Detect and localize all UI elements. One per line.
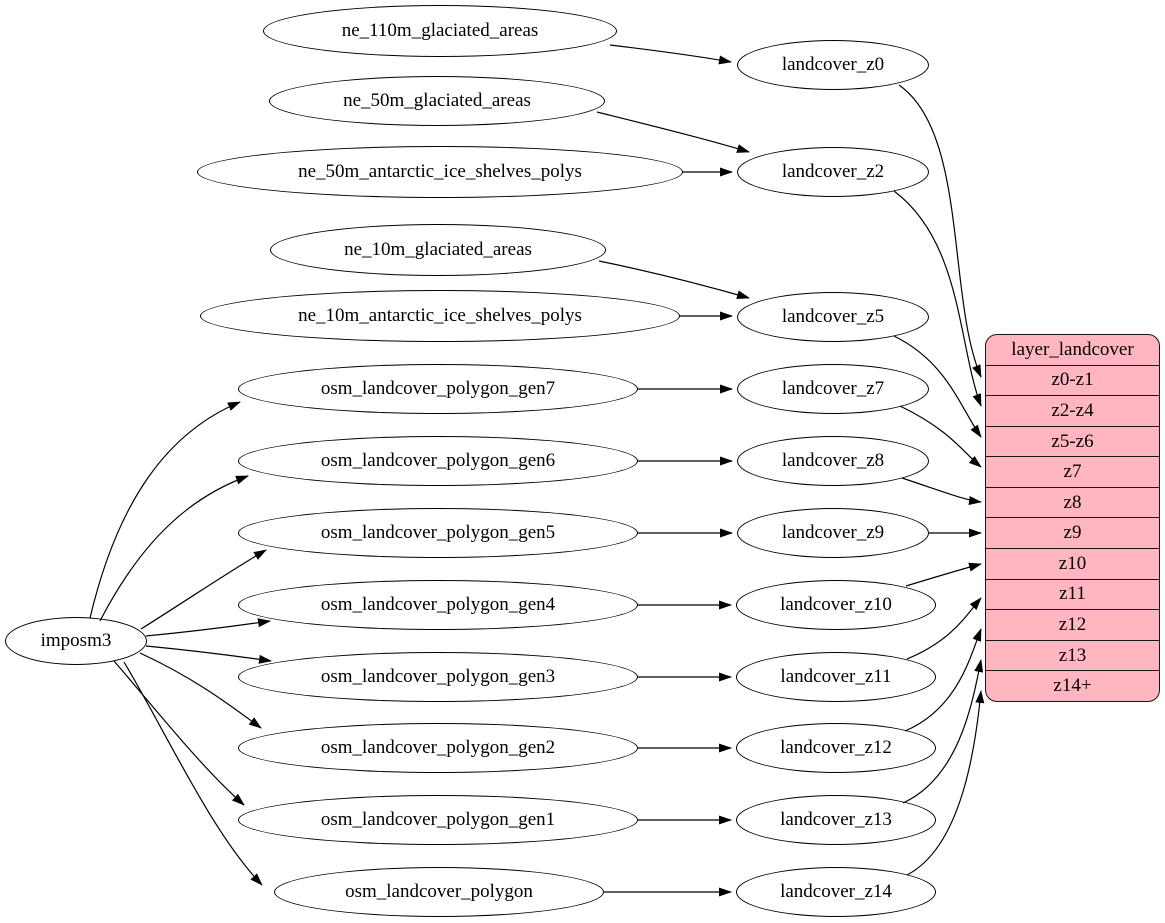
- node-label: osm_landcover_polygon_gen1: [320, 809, 556, 830]
- edge-z0-row: [898, 84, 982, 378]
- node-osm-landcover-polygon-gen4: osm_landcover_polygon_gen4: [238, 580, 638, 630]
- node-label: landcover_z0: [781, 54, 885, 75]
- node-osm-landcover-polygon-gen6: osm_landcover_polygon_gen6: [238, 436, 638, 486]
- record-row-z13: z13: [986, 639, 1159, 671]
- node-label: landcover_z9: [781, 522, 885, 543]
- node-landcover-z7: landcover_z7: [737, 364, 929, 414]
- edge-imposm3-polygon: [123, 661, 263, 886]
- node-landcover-z9: landcover_z9: [737, 508, 929, 558]
- node-landcover-z8: landcover_z8: [737, 436, 929, 486]
- edge-imposm3-gen3: [145, 645, 272, 664]
- edge-imposm3-gen2: [139, 652, 262, 729]
- node-label: landcover_z8: [781, 450, 885, 471]
- node-label: osm_landcover_polygon_gen2: [320, 737, 556, 758]
- record-row-z0-z1: z0-z1: [986, 364, 1159, 396]
- node-landcover-z5: landcover_z5: [737, 292, 929, 342]
- record-row-z8: z8: [986, 486, 1159, 518]
- node-label: landcover_z13: [780, 809, 892, 830]
- node-label: landcover_z12: [780, 737, 892, 758]
- node-label: ne_50m_glaciated_areas: [343, 90, 531, 111]
- node-osm-landcover-polygon-gen5: osm_landcover_polygon_gen5: [238, 508, 638, 558]
- node-landcover-z11: landcover_z11: [736, 652, 936, 702]
- edge-imposm3-gen6: [99, 475, 249, 622]
- record-row-z11: z11: [986, 578, 1159, 610]
- edge-z14-row: [906, 690, 985, 876]
- node-landcover-z10: landcover_z10: [736, 580, 936, 630]
- node-label: osm_landcover_polygon_gen4: [320, 594, 556, 615]
- node-label: ne_10m_antarctic_ice_shelves_polys: [298, 305, 582, 326]
- record-title: layer_landcover: [1011, 338, 1134, 360]
- node-landcover-z2: landcover_z2: [737, 147, 929, 197]
- node-label: landcover_z10: [780, 594, 892, 615]
- node-label: landcover_z7: [781, 378, 885, 399]
- record-row-z5-z6: z5-z6: [986, 425, 1159, 457]
- record-row-z9: z9: [986, 517, 1159, 548]
- node-landcover-z14: landcover_z14: [736, 867, 936, 917]
- record-row-z7: z7: [986, 456, 1159, 487]
- node-label: imposm3: [40, 630, 112, 651]
- record-row-z10: z10: [986, 548, 1159, 579]
- record-layer-landcover: layer_landcover z0-z1 z2-z4 z5-z6 z7 z8 …: [985, 334, 1160, 702]
- edge-imposm3-gen4: [145, 618, 271, 637]
- node-landcover-z13: landcover_z13: [736, 795, 936, 845]
- node-osm-landcover-polygon-gen7: osm_landcover_polygon_gen7: [238, 364, 638, 414]
- node-landcover-z0: landcover_z0: [737, 40, 929, 90]
- edge-imposm3-gen1: [113, 660, 245, 806]
- node-label: landcover_z5: [781, 306, 885, 327]
- node-ne-10m-glaciated-areas: ne_10m_glaciated_areas: [270, 224, 606, 276]
- node-osm-landcover-polygon: osm_landcover_polygon: [274, 867, 604, 917]
- edge-ne50m-glaciated-z2: [596, 111, 750, 153]
- record-row-z12: z12: [986, 609, 1159, 640]
- edge-imposm3-gen5: [140, 549, 267, 630]
- node-ne-10m-antarctic-ice-shelves-polys: ne_10m_antarctic_ice_shelves_polys: [200, 290, 680, 342]
- edge-imposm3-gen7: [89, 401, 241, 619]
- node-label: ne_110m_glaciated_areas: [341, 20, 539, 41]
- node-ne-110m-glaciated-areas: ne_110m_glaciated_areas: [263, 5, 617, 57]
- record-row-z2-z4: z2-z4: [986, 395, 1159, 426]
- node-label: landcover_z11: [780, 666, 892, 687]
- edge-ne10m-glaciated-z5: [598, 260, 750, 300]
- node-osm-landcover-polygon-gen1: osm_landcover_polygon_gen1: [238, 795, 638, 845]
- node-ne-50m-glaciated-areas: ne_50m_glaciated_areas: [269, 76, 605, 126]
- edge-ne110m-z0: [609, 44, 732, 65]
- node-ne-50m-antarctic-ice-shelves-polys: ne_50m_antarctic_ice_shelves_polys: [197, 146, 683, 198]
- node-label: ne_50m_antarctic_ice_shelves_polys: [298, 161, 582, 182]
- node-label: osm_landcover_polygon: [345, 881, 533, 902]
- node-label: osm_landcover_polygon_gen6: [320, 450, 556, 471]
- node-label: osm_landcover_polygon_gen3: [320, 666, 556, 687]
- node-osm-landcover-polygon-gen2: osm_landcover_polygon_gen2: [238, 723, 638, 773]
- record-row-z14plus: z14+: [986, 670, 1159, 701]
- node-imposm3: imposm3: [5, 617, 147, 665]
- node-label: landcover_z2: [781, 161, 885, 182]
- node-label: osm_landcover_polygon_gen5: [320, 522, 556, 543]
- node-osm-landcover-polygon-gen3: osm_landcover_polygon_gen3: [238, 652, 638, 702]
- node-label: ne_10m_glaciated_areas: [344, 239, 532, 260]
- node-landcover-z12: landcover_z12: [736, 723, 936, 773]
- node-label: landcover_z14: [780, 881, 892, 902]
- node-label: osm_landcover_polygon_gen7: [320, 378, 556, 399]
- edge-z10-row: [905, 562, 982, 587]
- edge-z8-row: [901, 477, 982, 505]
